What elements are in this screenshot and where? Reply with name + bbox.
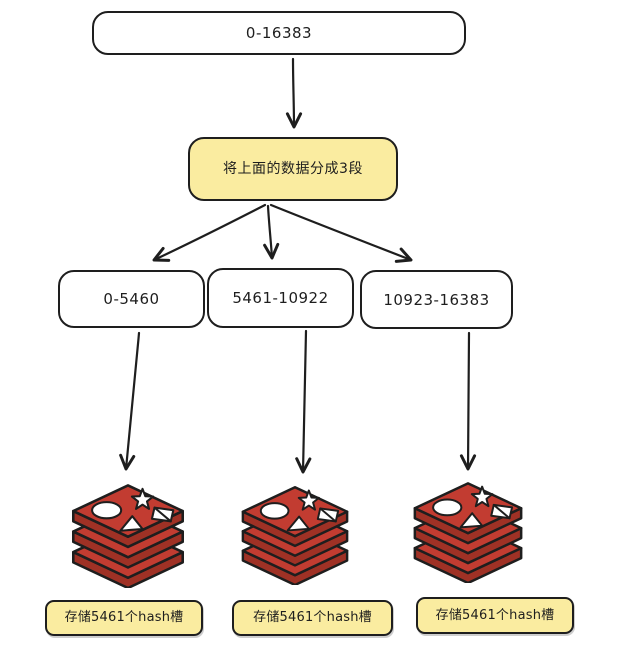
split-node: 将上面的数据分成3段 (188, 137, 398, 201)
arrow-split-to-range-3 (269, 203, 413, 263)
redis-stack-icon (60, 482, 196, 592)
redis-stack-icon (230, 484, 360, 589)
arrow-range-2-to-storage-2 (295, 329, 312, 474)
arrow-split-to-range-2 (263, 204, 280, 260)
root-range-node: 0-16383 (92, 11, 466, 55)
storage-label-3: 存储5461个hash槽 (416, 597, 574, 634)
range-node-1: 0-5460 (58, 270, 205, 328)
storage-label-1: 存储5461个hash槽 (45, 600, 203, 636)
arrow-range-3-to-storage-3 (459, 331, 477, 471)
arrow-split-to-range-1 (152, 203, 267, 262)
range-node-3: 10923-16383 (360, 270, 513, 329)
arrow-root-to-split (285, 57, 303, 129)
storage-label-2: 存储5461个hash槽 (232, 600, 393, 636)
arrow-range-1-to-storage-1 (119, 331, 141, 471)
range-node-2: 5461-10922 (207, 268, 354, 328)
redis-stack-icon (402, 480, 534, 587)
